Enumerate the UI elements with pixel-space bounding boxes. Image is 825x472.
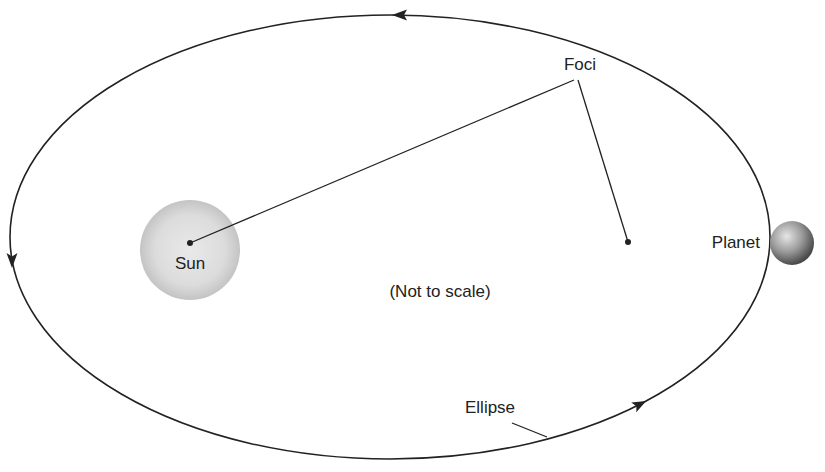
focus-dot — [625, 239, 631, 245]
orbit-arrow — [631, 401, 646, 412]
leader-line — [578, 80, 628, 242]
sun-node: Sun — [140, 200, 240, 300]
planet-sphere — [770, 221, 814, 265]
ellipse-label: Ellipse — [465, 398, 515, 418]
node-label: Planet — [712, 233, 760, 253]
node-label: Sun — [175, 254, 205, 274]
focus-dot — [187, 240, 193, 246]
planet-node: Planet — [678, 221, 818, 265]
orbit-arrow — [7, 253, 18, 268]
sun-disc — [140, 200, 240, 300]
orbit-ellipse — [10, 15, 770, 459]
scale-note: (Not to scale) — [389, 282, 490, 302]
leader-line — [512, 423, 547, 437]
orbit-arrow — [392, 10, 407, 21]
leader-line — [190, 80, 574, 243]
foci-label: Foci — [564, 55, 596, 75]
